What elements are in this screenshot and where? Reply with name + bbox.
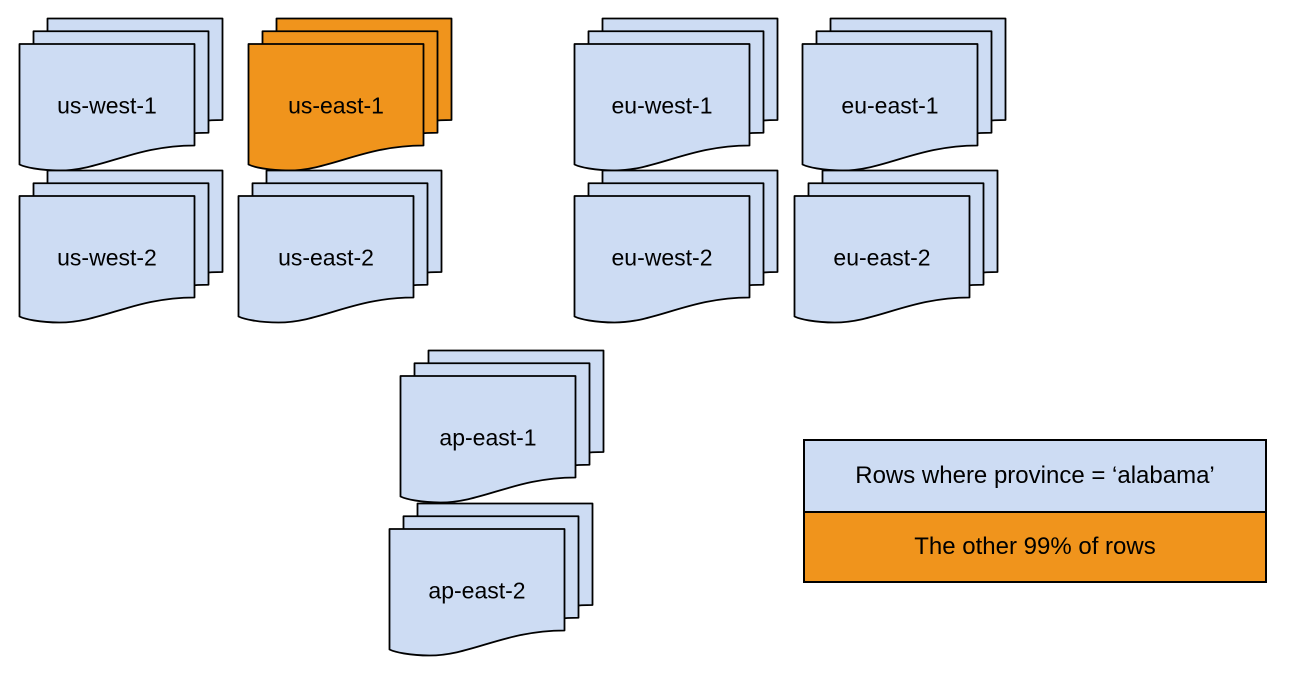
svg-text:eu-west-1: eu-west-1: [611, 93, 712, 119]
svg-text:us-west-1: us-west-1: [57, 93, 157, 119]
svg-text:eu-west-2: eu-west-2: [611, 245, 712, 271]
svg-text:ap-east-1: ap-east-1: [439, 425, 536, 451]
svg-text:eu-east-2: eu-east-2: [833, 245, 930, 271]
svg-text:us-east-2: us-east-2: [278, 245, 374, 271]
svg-text:us-west-2: us-west-2: [57, 245, 157, 271]
svg-text:eu-east-1: eu-east-1: [841, 93, 938, 119]
svg-text:us-east-1: us-east-1: [288, 93, 384, 119]
svg-text:ap-east-2: ap-east-2: [428, 577, 525, 603]
